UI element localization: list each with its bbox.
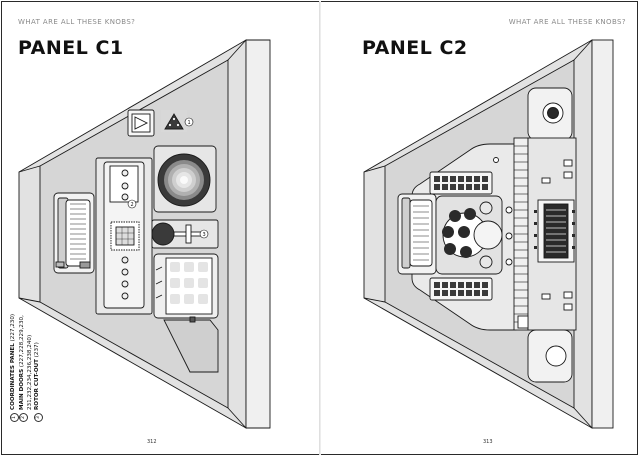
book-gutter xyxy=(319,1,321,455)
running-head-left: WHAT ARE ALL THESE KNOBS? xyxy=(18,18,136,26)
callout-marker-2: 2 xyxy=(131,202,134,208)
c2-upper-keypad xyxy=(429,171,493,195)
c2-round-port xyxy=(473,220,503,250)
page-number-right: 313 xyxy=(483,439,493,445)
panel-c1-edge-rail xyxy=(245,39,271,429)
page-number-left: 312 xyxy=(147,439,157,445)
panel-c1-diagram: 1 2 3 xyxy=(18,39,271,429)
panel-c2-edge-rail xyxy=(591,39,614,429)
callout-marker-1: 1 xyxy=(188,120,191,126)
c2-lower-keypad xyxy=(429,277,493,301)
callout-marker-3: 3 xyxy=(203,232,206,238)
c2-bottom-button xyxy=(545,345,567,367)
c1-rotor-cutout xyxy=(163,319,219,373)
page-title-right: PANEL C2 xyxy=(362,37,468,59)
running-head-right: WHAT ARE ALL THESE KNOBS? xyxy=(508,18,626,26)
page-title-left: PANEL C1 xyxy=(18,37,124,59)
